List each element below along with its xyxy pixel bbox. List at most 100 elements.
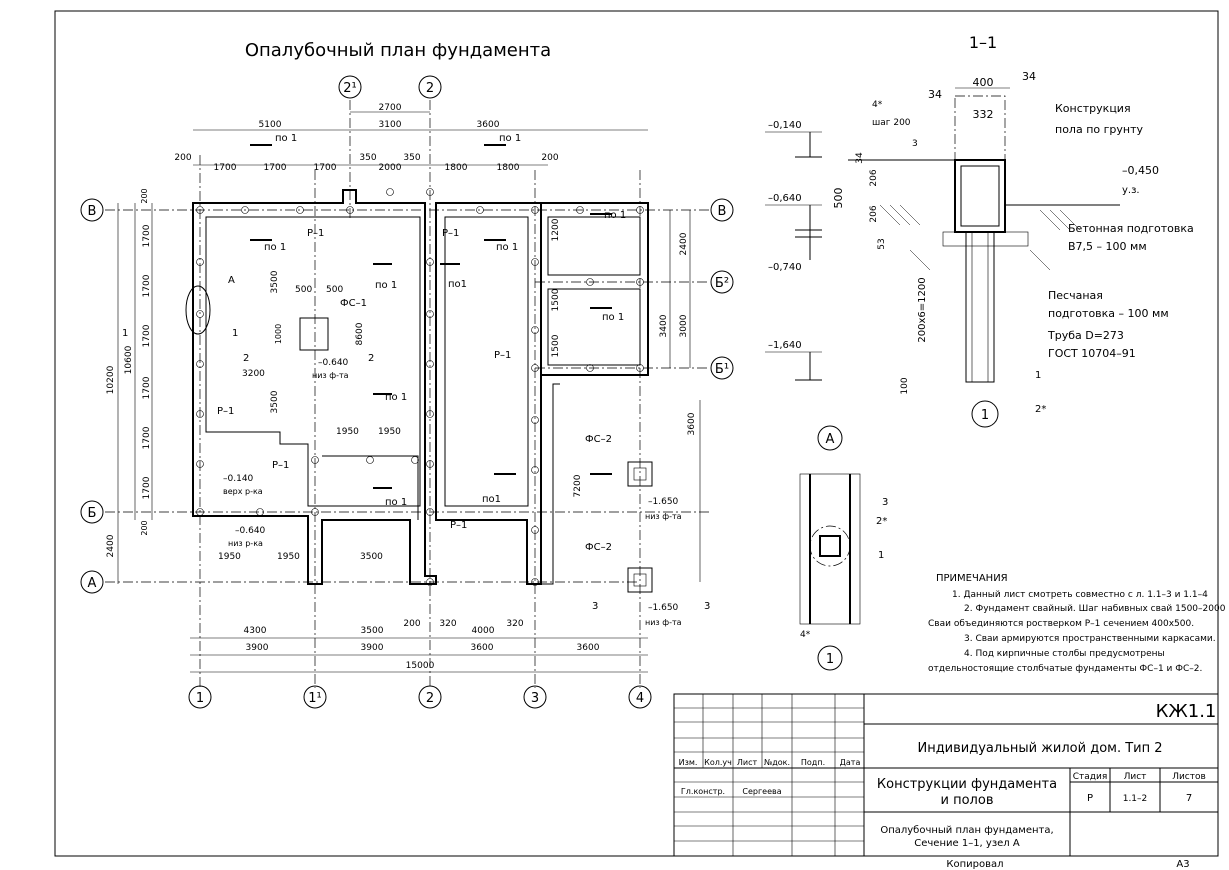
pile (311, 456, 319, 464)
cut-label: по 1 (499, 133, 521, 144)
section-title: 1–1 (969, 33, 997, 52)
elevation-note: низ ф-та (645, 618, 682, 627)
foundation-plan: по 1 по 1 по 1 по 1 по 1 по 1 по1 по 1 п… (80, 75, 734, 709)
dim-text: 1800 (445, 163, 468, 173)
dim-text: 2700 (379, 103, 402, 113)
pile (426, 360, 434, 368)
pile (531, 258, 539, 266)
dim-text: 1700 (314, 163, 337, 173)
axis-label: 2 (426, 81, 434, 96)
grillage-outer-left (192, 189, 437, 585)
dim-text: 200 (541, 153, 558, 163)
callout-text: В7,5 – 100 мм (1068, 240, 1147, 253)
elevation-note: верх р-ка (223, 487, 263, 496)
pile-section (965, 231, 995, 383)
grillage-section (954, 159, 1006, 233)
footing-label: ФС–2 (585, 434, 612, 445)
dim-text: 2400 (106, 534, 116, 557)
pile (426, 410, 434, 418)
pile (426, 508, 434, 516)
pile (531, 326, 539, 334)
elevation-label: –0,140 (768, 120, 802, 131)
stamp-col: Лист (737, 758, 758, 767)
beam-label: Р–1 (442, 228, 459, 239)
pile (426, 310, 434, 318)
elevation-label: –0,740 (768, 262, 802, 273)
copied-label: Копировал (946, 859, 1003, 870)
stamp-col: Дата (840, 758, 861, 767)
dim-text: 4300 (244, 626, 267, 636)
note-line: 4. Под кирпичные столбы предусмотрены (964, 649, 1165, 659)
footing-fs2-upper (627, 461, 653, 487)
dim-text: 3600 (471, 643, 494, 653)
dim-text: 500 (832, 188, 845, 209)
axis-label: 1¹ (308, 691, 321, 706)
axis-label: 1 (196, 691, 204, 706)
ground-label: у.з. (1122, 185, 1140, 196)
axis-label: 4 (636, 691, 644, 706)
part-mark: 1 (878, 550, 884, 561)
notes-heading: ПРИМЕЧАНИЯ (936, 573, 1008, 584)
pile (426, 258, 434, 266)
grillage-cell-1 (547, 216, 641, 276)
dim-text: 200 (174, 153, 191, 163)
cut-label: по 1 (496, 242, 518, 253)
grillage-outer-right (541, 202, 649, 376)
grillage-inner-mid (444, 216, 529, 507)
section-1-1: 1–1 400 34 34 332 4* шаг 200 3 34 500 20… (832, 33, 1194, 428)
pile (636, 364, 644, 372)
pile (531, 206, 539, 214)
grillage-right-leg (540, 375, 560, 585)
callout-text: ГОСТ 10704–91 (1048, 347, 1136, 360)
dim-text: 34 (928, 88, 942, 101)
pile (576, 206, 584, 214)
dim-text: 4000 (472, 626, 495, 636)
cut-label: 1 (232, 328, 238, 339)
sheet-frame (54, 10, 1219, 857)
dim-text: 3600 (477, 120, 500, 130)
dim-text: 1700 (142, 224, 152, 247)
part-mark: 4* (800, 630, 811, 640)
elevation-label: –0,450 (1122, 164, 1159, 177)
elevation-label: –0.140 (223, 474, 254, 484)
dim-text: 1700 (142, 274, 152, 297)
footing-label: ФС–2 (585, 542, 612, 553)
elevation-label: –1.650 (648, 497, 679, 507)
dim-text: 350 (403, 153, 420, 163)
dim-text: 1200 (551, 218, 561, 241)
pile (636, 278, 644, 286)
dim-text: 100 (900, 377, 910, 394)
axis-label: 1 (826, 652, 834, 667)
pile (346, 206, 354, 214)
note-line: 3. Сваи армируются пространственными кар… (964, 634, 1216, 644)
cut-label: 3 (704, 601, 710, 612)
pile (586, 364, 594, 372)
dim-text: 3900 (246, 643, 269, 653)
dim-text: 1800 (497, 163, 520, 173)
note-line: 2. Фундамент свайный. Шаг набивных свай … (964, 604, 1229, 614)
pile (426, 188, 434, 196)
pile (476, 206, 484, 214)
dim-text: 1950 (277, 552, 300, 562)
dim-text: 10600 (124, 345, 134, 374)
pile (366, 456, 374, 464)
dim-text: 1950 (336, 427, 359, 437)
node-A-callout (185, 285, 211, 335)
stamp-col: №док. (764, 758, 790, 767)
dim-text: 1700 (264, 163, 287, 173)
part-mark: 1 (1035, 370, 1041, 381)
node-label: А (228, 275, 235, 286)
dim-text: 206 (869, 205, 879, 222)
callout-text: Конструкция (1055, 102, 1131, 115)
callout-text: Песчаная (1048, 289, 1103, 302)
node-A: А 3 2* 1 4* 1 (799, 425, 888, 671)
part-mark: 3 (912, 139, 918, 149)
node-beam (799, 473, 861, 625)
dim-text: 500 (326, 285, 343, 295)
pile (196, 310, 204, 318)
callout-text: Бетонная подготовка (1068, 222, 1194, 235)
dim-text: 3100 (379, 120, 402, 130)
dim-text: 3900 (361, 643, 384, 653)
dim-text: 5100 (259, 120, 282, 130)
pile (531, 578, 539, 586)
